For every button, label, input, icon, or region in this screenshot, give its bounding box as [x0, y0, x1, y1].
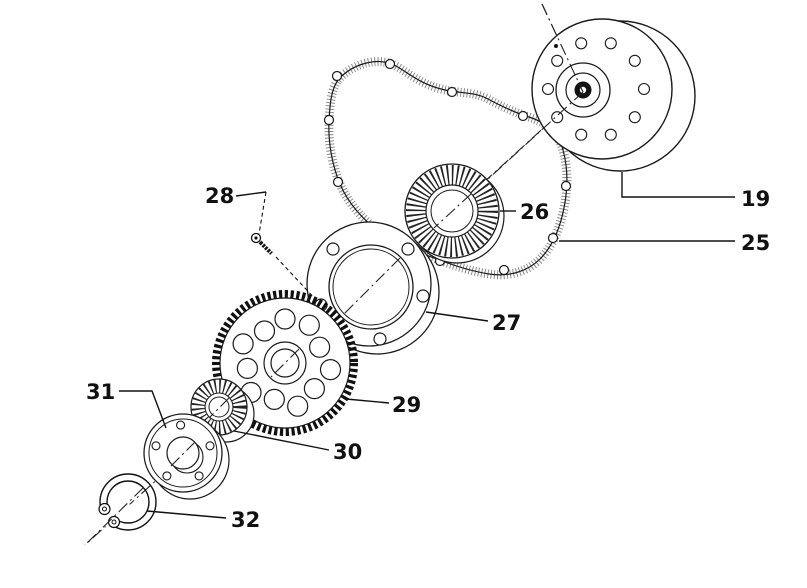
flange31-rim	[148, 418, 218, 488]
gear29-hub	[263, 341, 307, 385]
part-label-25: 25	[741, 231, 770, 255]
gear29-lightening-holes	[232, 308, 342, 417]
part-label-27: 27	[492, 311, 521, 335]
part-flange-31	[143, 413, 230, 500]
part-label-30: 30	[333, 440, 362, 464]
gear29-teeth	[212, 290, 358, 436]
flywheel-holes	[541, 37, 651, 141]
screw-head-center	[254, 236, 258, 240]
part-label-32: 32	[231, 508, 260, 532]
part-label-29: 29	[392, 393, 421, 417]
gear29-bore	[270, 348, 300, 378]
part-label-31: 31	[86, 380, 115, 404]
flange31-bore	[166, 436, 200, 470]
leader-28-solid	[235, 191, 267, 197]
bearing26-knurl	[406, 165, 498, 257]
plate27-opening-outer	[328, 244, 414, 330]
part-label-28: 28	[205, 184, 234, 208]
leader-29	[345, 398, 390, 404]
part-gasket-25	[323, 57, 572, 280]
leader-30	[233, 430, 330, 451]
part-circlip-32	[86, 473, 157, 534]
part-label-26: 26	[520, 200, 549, 224]
leader-27	[425, 311, 489, 322]
circlip-outer-edge	[99, 473, 157, 531]
leader-28-dashed-bottom	[275, 256, 319, 303]
center-axis-overlay	[84, 3, 584, 546]
part-screw-28	[250, 232, 273, 255]
circlip-inner-edge	[106, 480, 150, 524]
bearing30-knurl	[191, 379, 247, 435]
flywheel-hub	[555, 62, 611, 118]
part-labels: 19 25 26 27 28 29 30 31 32	[86, 184, 770, 532]
flange31-holes	[151, 420, 215, 481]
leader-32	[146, 510, 227, 519]
part-flywheel-19	[531, 18, 696, 172]
leader-lines	[119, 172, 735, 519]
part-plate-27	[306, 221, 440, 355]
screw-threads	[260, 242, 273, 255]
circlip-gap	[86, 496, 133, 534]
bearing26-bore	[430, 189, 474, 233]
leader-19	[621, 172, 735, 198]
leader-28-dashed-top	[258, 191, 267, 235]
flywheel-dowel-hole	[554, 44, 558, 48]
part-gear-29	[212, 290, 358, 436]
leader-31	[119, 390, 167, 429]
circlip-ears	[98, 502, 121, 529]
part-label-19: 19	[741, 187, 770, 211]
bearing30-bore	[208, 396, 230, 418]
plate27-opening-inner	[332, 248, 410, 326]
